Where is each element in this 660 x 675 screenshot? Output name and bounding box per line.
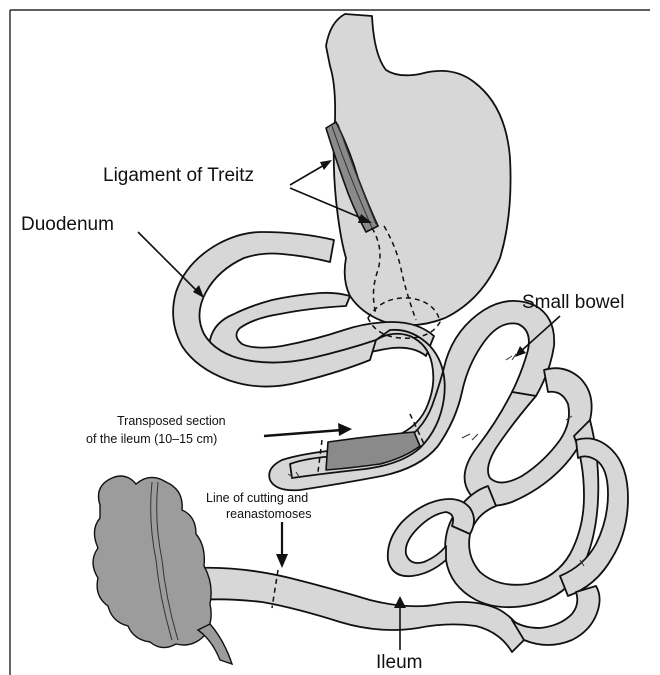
duodenum-arrow xyxy=(138,232,200,294)
ligament-label: Ligament of Treitz xyxy=(103,165,254,186)
fold-mark-2 xyxy=(506,354,516,360)
duodenum-label: Duodenum xyxy=(21,214,114,235)
ligament-arrowhead-1 xyxy=(320,160,332,170)
ligament-arrow-1 xyxy=(290,164,326,185)
cutting-arrowhead xyxy=(276,554,288,568)
cecum-colon xyxy=(93,476,211,648)
ileum-label: Ileum xyxy=(376,652,422,673)
cutting-label-line2: reanastomoses xyxy=(226,507,311,521)
cutting-label-line1: Line of cutting and xyxy=(206,491,308,505)
transposed-label-line1: Transposed section xyxy=(117,414,226,428)
transposed-arrowhead xyxy=(338,423,352,436)
appendix xyxy=(198,624,232,664)
ileum-arrowhead xyxy=(394,596,406,608)
transposed-arrow xyxy=(264,430,342,436)
transposed-label-line2: of the ileum (10–15 cm) xyxy=(86,432,217,446)
fold-mark-1 xyxy=(462,434,478,440)
small-bowel-label: Small bowel xyxy=(522,292,624,313)
